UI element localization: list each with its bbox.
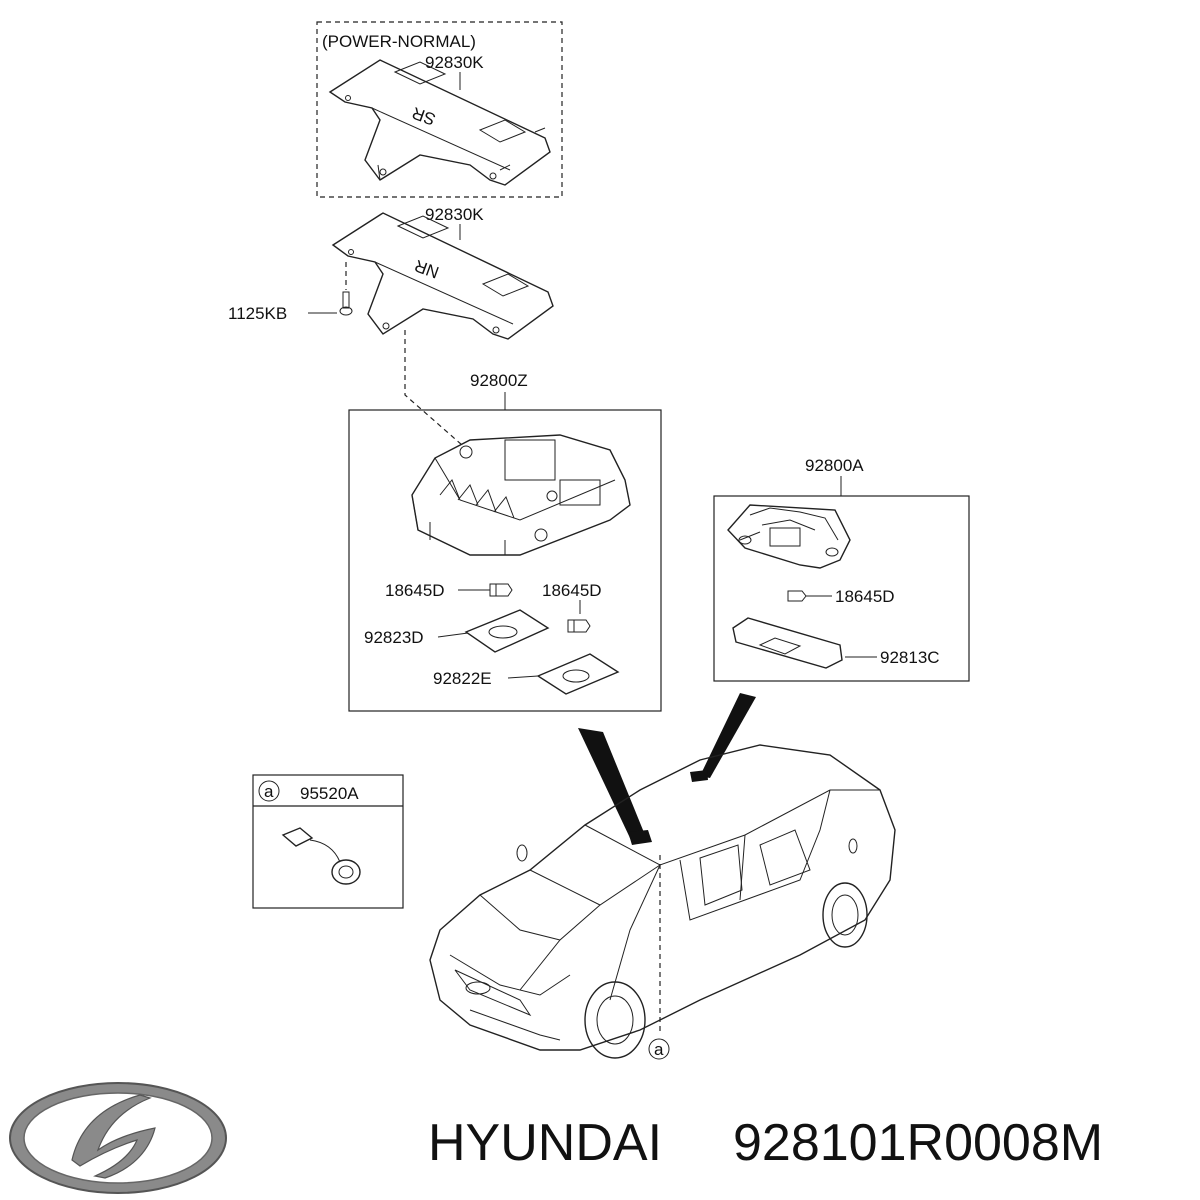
car-callout-circle <box>648 1038 670 1060</box>
lens-room-label: 92813C <box>880 648 940 667</box>
lamp-room-label: 92800A <box>805 456 864 475</box>
car-illustration: a <box>429 744 896 1060</box>
lamp-main-label: 92800Z <box>470 371 528 390</box>
connector-callout-circle <box>258 780 280 802</box>
mount-dashed-link <box>404 330 463 446</box>
footer-part-number: 928101R0008M <box>733 1114 1103 1172</box>
normal-cover-bracket: NR <box>331 212 554 340</box>
bulb-left-icon <box>489 583 513 597</box>
overhead-console-group: 92800Z 18645D 18645D 92823D <box>348 371 662 712</box>
lens-2-label: 92822E <box>433 669 492 688</box>
sunroof-cover-bracket: SR <box>328 59 551 186</box>
arrow-console-pointer <box>578 728 645 838</box>
bolt-group: 1125KB <box>228 262 353 323</box>
lens-2-leader <box>507 675 539 679</box>
lens-1-leader <box>437 632 469 638</box>
footer-brand: HYUNDAI <box>428 1114 662 1172</box>
power-normal-box <box>316 21 563 198</box>
cover-sr-label: 92830K <box>425 53 484 72</box>
hyundai-logo <box>9 1082 227 1194</box>
connector-callout: a <box>264 782 274 801</box>
bulb-right-icon <box>567 619 591 633</box>
connector-box <box>252 774 404 909</box>
normal-cover-group: 92830K NR <box>331 205 554 340</box>
connector-group: a 95520A <box>252 774 404 909</box>
connector-part-label: 95520A <box>300 784 359 803</box>
lens-1-label: 92823D <box>364 628 424 647</box>
bolt-label: 1125KB <box>228 304 287 323</box>
lamp-main-box <box>348 409 662 712</box>
wiring-connector-icon <box>281 827 361 885</box>
power-normal-group: (POWER-NORMAL) 92830K SR <box>316 21 563 198</box>
stamp-sr: SR <box>409 103 438 129</box>
bolt-screw-icon <box>339 291 353 316</box>
lens-2-icon <box>536 653 620 695</box>
bulb-room-label: 18645D <box>835 587 895 606</box>
arrow-roomlamp-pointer <box>700 693 756 778</box>
room-lamp-assembly <box>727 504 851 569</box>
lens-1-icon <box>464 609 550 653</box>
cover-nr-label: 92830K <box>425 205 484 224</box>
overhead-console-lamp <box>411 434 631 556</box>
power-normal-label: (POWER-NORMAL) <box>322 32 476 51</box>
stamp-nr: NR <box>412 256 442 282</box>
bulb-left-label: 18645D <box>385 581 445 600</box>
room-lamp-group: 92800A 18645D 92813C <box>713 456 970 682</box>
car-callout: a <box>654 1040 664 1059</box>
bulb-right-label: 18645D <box>542 581 602 600</box>
room-lamp-lens-icon <box>732 617 843 669</box>
bulb-room-icon <box>787 590 807 602</box>
lamp-room-box <box>713 495 970 682</box>
